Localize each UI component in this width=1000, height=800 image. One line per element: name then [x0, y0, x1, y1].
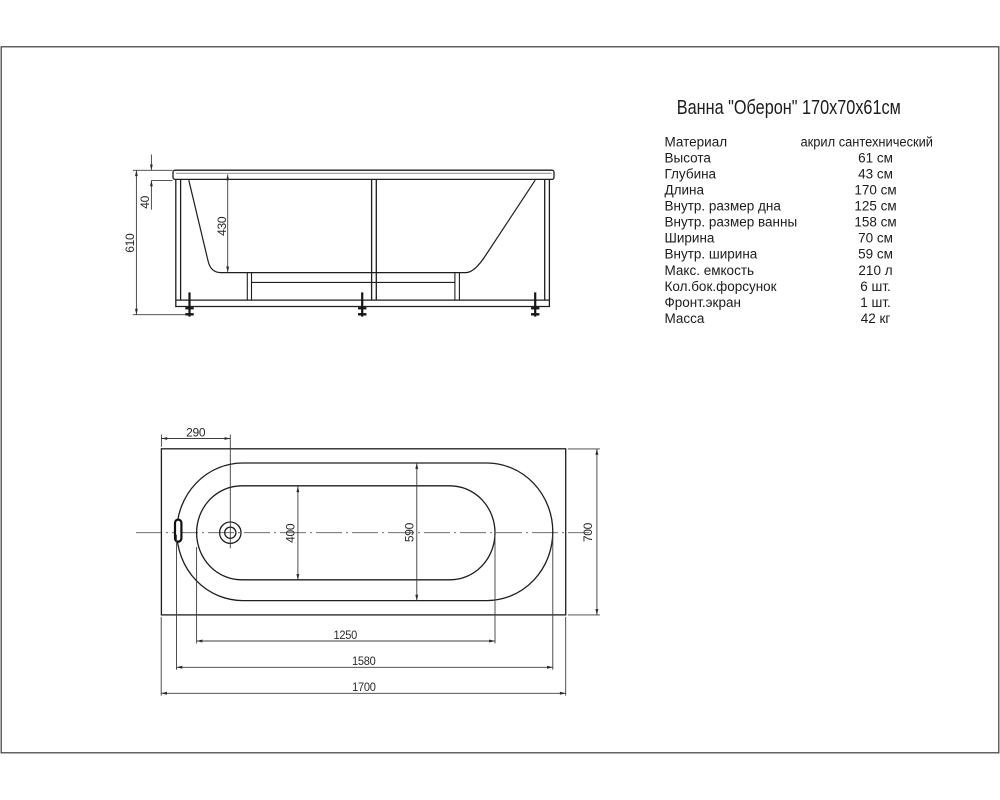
svg-text:40: 40 — [138, 195, 152, 208]
svg-text:Ванна "Оберон" 170х70х61см: Ванна "Оберон" 170х70х61см — [677, 96, 901, 119]
svg-text:Масса: Масса — [665, 311, 705, 326]
svg-text:43 см: 43 см — [858, 167, 893, 182]
svg-text:Материал: Материал — [665, 134, 728, 149]
svg-text:1580: 1580 — [352, 654, 376, 668]
svg-text:6 шт.: 6 шт. — [860, 279, 891, 294]
svg-text:42 кг: 42 кг — [861, 311, 891, 326]
svg-text:158 см: 158 см — [854, 215, 896, 230]
svg-text:59 см: 59 см — [858, 247, 893, 262]
svg-text:1250: 1250 — [334, 628, 358, 642]
svg-text:590: 590 — [402, 522, 416, 542]
svg-text:Внутр. размер дна: Внутр. размер дна — [665, 199, 782, 214]
svg-text:Кол.бок.форсунок: Кол.бок.форсунок — [665, 279, 777, 294]
svg-text:1700: 1700 — [352, 680, 376, 694]
svg-text:Внутр. размер ванны: Внутр. размер ванны — [665, 215, 798, 230]
svg-text:610: 610 — [123, 233, 137, 253]
svg-text:Длина: Длина — [665, 183, 705, 198]
svg-text:Ширина: Ширина — [665, 231, 715, 246]
svg-text:210 л: 210 л — [858, 263, 892, 278]
svg-text:Глубина: Глубина — [665, 167, 717, 182]
svg-text:70 см: 70 см — [858, 231, 893, 246]
svg-text:290: 290 — [186, 426, 206, 440]
svg-text:170 см: 170 см — [854, 183, 896, 198]
svg-text:125 см: 125 см — [854, 199, 896, 214]
svg-text:Высота: Высота — [665, 150, 712, 165]
svg-text:Фронт.экран: Фронт.экран — [665, 295, 741, 310]
svg-text:700: 700 — [581, 522, 595, 542]
svg-text:430: 430 — [215, 216, 229, 236]
svg-text:Внутр. ширина: Внутр. ширина — [665, 247, 758, 262]
svg-text:Макс. емкость: Макс. емкость — [665, 263, 755, 278]
svg-text:1 шт.: 1 шт. — [860, 295, 891, 310]
svg-text:61 см: 61 см — [858, 150, 893, 165]
svg-text:акрил сантехнический: акрил сантехнический — [801, 134, 934, 149]
svg-text:400: 400 — [283, 523, 297, 543]
